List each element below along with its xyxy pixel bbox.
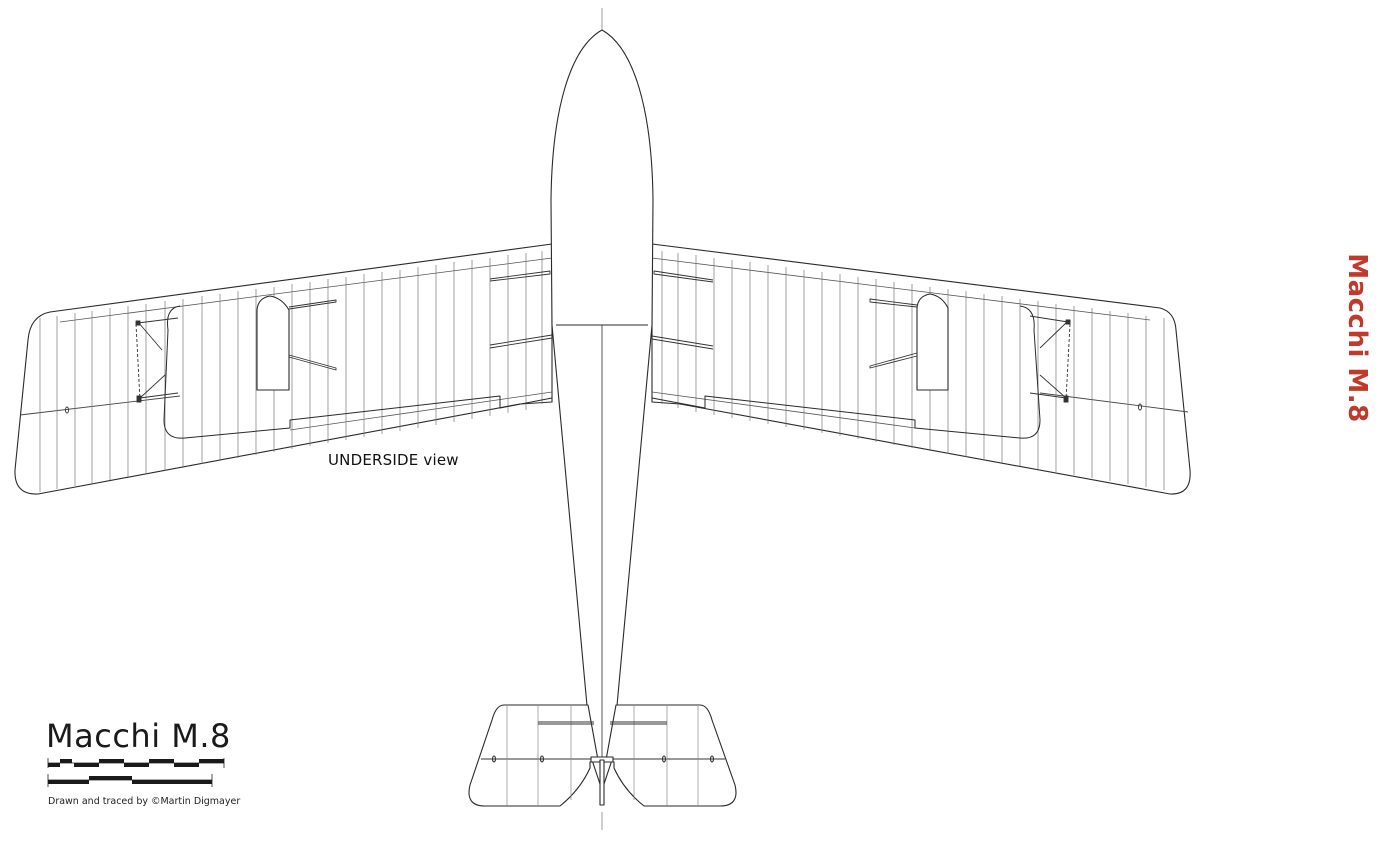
- side-title: Macchi M.8: [1322, 253, 1384, 423]
- left-struts: [65, 270, 553, 414]
- side-title-text: Macchi M.8: [1342, 253, 1372, 423]
- credit-line: Drawn and traced by ©Martin Digmayer: [48, 796, 241, 807]
- rudder: [590, 756, 614, 806]
- right-wing-float: [916, 293, 949, 391]
- view-label: UNDERSIDE view: [328, 451, 459, 469]
- right-aileron-panel: [651, 305, 1041, 439]
- scale-bar: [47, 758, 225, 787]
- left-aileron-panel: [163, 305, 553, 439]
- right-struts: [651, 270, 1142, 411]
- title-block: Macchi M.8 Drawn and traced by ©M: [46, 717, 240, 807]
- aircraft-name: Macchi M.8: [46, 717, 231, 755]
- tailplane: [468, 704, 737, 807]
- left-wing-float: [256, 295, 290, 391]
